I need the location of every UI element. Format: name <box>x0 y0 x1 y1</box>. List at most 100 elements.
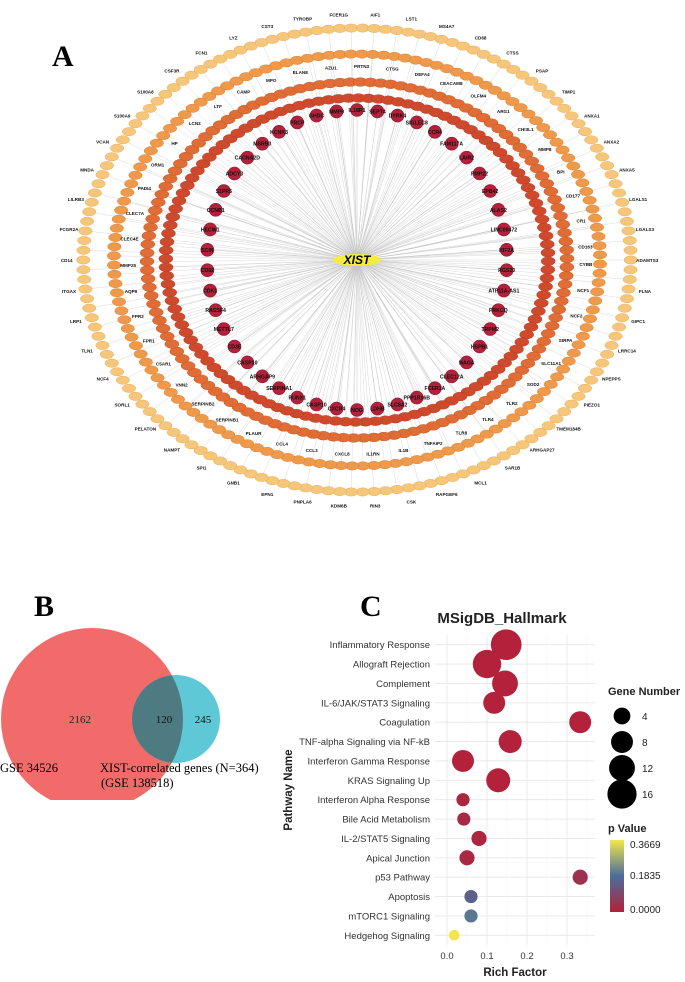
gene-node <box>138 154 153 164</box>
inner-gene-label: CD3E <box>228 345 242 351</box>
network-edge <box>356 131 586 261</box>
gene-node <box>621 284 636 294</box>
size-legend-label: 8 <box>642 738 648 749</box>
gene-node <box>107 242 122 252</box>
gene-node <box>223 50 238 59</box>
gene-node <box>595 152 610 162</box>
network-edge <box>356 219 543 261</box>
network-edge <box>356 259 442 481</box>
inner-gene-node <box>208 303 223 318</box>
network-edge <box>356 259 491 330</box>
color-legend-tick-high: 0.3669 <box>630 840 661 851</box>
gene-node <box>512 142 527 152</box>
gene-node <box>202 92 217 101</box>
inner-gene-label: KIF2A <box>499 248 514 254</box>
gene-node <box>469 76 484 85</box>
network-edge <box>356 140 514 261</box>
network-edge <box>356 46 464 261</box>
gene-node <box>164 296 180 306</box>
network-edge <box>356 80 477 261</box>
gene-label: CST3 <box>261 24 273 29</box>
gene-node <box>559 262 575 272</box>
gene-node <box>571 119 586 129</box>
gene-node <box>590 222 604 232</box>
network-edge <box>209 96 358 261</box>
network-edge <box>356 64 504 261</box>
gene-node <box>223 461 238 470</box>
gene-node <box>496 91 511 101</box>
inner-gene-label: ADCY3 <box>226 171 244 177</box>
gene-node <box>99 349 114 359</box>
gene-node <box>82 207 97 217</box>
gene-label: CHI3L1 <box>518 127 534 132</box>
inner-gene-node <box>203 283 217 298</box>
network-edge <box>182 259 358 359</box>
network-edge <box>247 259 358 363</box>
gene-label: IL1RN <box>366 452 380 457</box>
network-edge <box>356 259 395 436</box>
gene-node <box>547 194 562 205</box>
gene-node <box>524 76 539 86</box>
data-point <box>492 670 518 697</box>
gene-node <box>600 349 615 359</box>
network-edge <box>356 259 616 337</box>
gene-node <box>543 130 557 140</box>
network-edge <box>356 259 572 405</box>
gene-node <box>114 306 129 316</box>
network-edge <box>215 209 358 261</box>
network-edge <box>83 250 358 261</box>
gene-node <box>184 145 200 155</box>
gene-node <box>623 265 638 275</box>
y-tick-label: Inflammatory Response <box>330 640 430 651</box>
inner-gene-label: DYRK4 <box>389 114 407 120</box>
gene-label: ADAMTS3 <box>636 258 659 263</box>
gene-node <box>531 306 546 316</box>
gene-label: SPI1 <box>196 466 206 471</box>
gene-node <box>99 161 114 171</box>
data-point <box>459 850 475 866</box>
network-edge <box>356 259 449 452</box>
network-edge <box>356 259 417 398</box>
network-edge <box>356 124 463 261</box>
network-edge <box>165 259 358 426</box>
network-edge <box>356 259 386 421</box>
panel-c-label: C <box>360 590 382 623</box>
network-edge <box>356 259 566 285</box>
y-axis-label: Pathway Name <box>283 749 295 830</box>
network-labels: ADAMTS3FLNAGIPC1LRRC14NPEPPSPIEZO1TMEM18… <box>60 12 659 508</box>
gene-node <box>558 271 574 281</box>
gene-label: PSAP <box>536 68 549 73</box>
network-edge <box>149 108 358 261</box>
inner-gene-node <box>390 108 405 123</box>
data-point <box>572 869 588 885</box>
gene-label: FLNA <box>639 289 652 294</box>
gene-node <box>543 186 559 197</box>
data-point <box>569 711 592 734</box>
network-edge <box>356 30 398 261</box>
gene-node <box>466 465 481 475</box>
inner-gene-label: LINC00472 <box>491 227 518 233</box>
gene-label: AIF1 <box>370 12 380 17</box>
inner-gene-label: NOG <box>351 408 363 414</box>
network-edge <box>356 259 574 354</box>
gene-node <box>559 245 574 255</box>
network-edge <box>192 149 358 261</box>
data-point <box>456 793 470 807</box>
gene-label: SERPINB1 <box>216 418 239 423</box>
color-legend-bar <box>610 840 624 912</box>
network-edge <box>293 259 358 430</box>
network-edge <box>356 117 484 261</box>
gene-node <box>141 231 157 241</box>
inner-gene-node <box>200 263 215 278</box>
gene-label: TYROBP <box>293 16 312 21</box>
gene-node <box>595 358 610 368</box>
inner-gene-node <box>491 202 506 217</box>
gene-node <box>133 162 148 172</box>
network-edge <box>356 259 542 304</box>
inner-gene-label: EPB42 <box>482 189 499 195</box>
network-edge <box>114 259 358 275</box>
network-edge <box>240 49 358 261</box>
network-edge <box>356 259 591 319</box>
gene-node <box>115 135 130 145</box>
